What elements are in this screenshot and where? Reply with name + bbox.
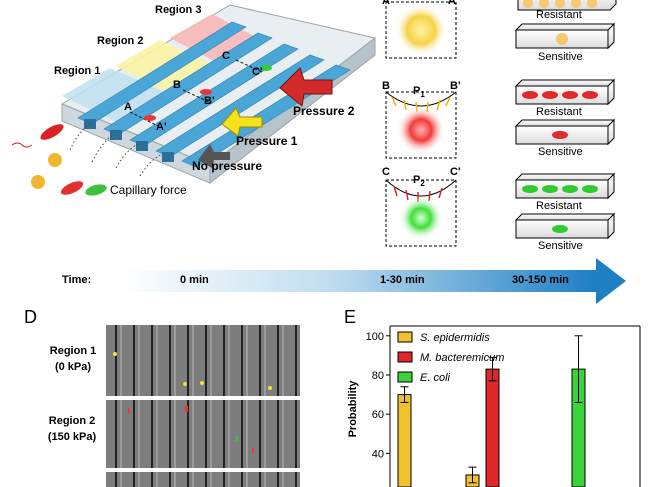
pressure2-arrow	[279, 67, 333, 107]
micro-row-1-label: Region 1(0 kPa)	[49, 345, 97, 373]
section-b-prime-label: B'	[450, 80, 461, 92]
section-b-label: B	[382, 80, 390, 92]
time-tick-0: 0 min	[180, 274, 209, 286]
region2-label: Region 2	[97, 35, 144, 47]
point-c-prime: C'	[252, 66, 263, 78]
point-a: A	[124, 101, 132, 113]
section-a-label: A	[382, 0, 390, 7]
y-tick-label-3: 100	[366, 331, 384, 343]
probability-chart: 40 60 80 100 S. epidermidis M. bacteremicumE…	[366, 325, 641, 487]
time-label: Time:	[62, 274, 92, 286]
point-c: C	[222, 50, 230, 62]
legend-swatch-0	[397, 331, 413, 343]
timeline-arrow	[120, 258, 626, 304]
panel-e-letter: E	[344, 307, 357, 327]
no-pressure-arrow	[198, 144, 230, 168]
micro-row-2-label: Region 2(150 kPa)	[47, 415, 97, 443]
legend-swatch-1	[397, 351, 413, 363]
device-diagram	[11, 4, 377, 196]
point-b: B	[173, 79, 181, 91]
tube1-label: Resistant	[536, 9, 582, 21]
y-tick-label-0: 40	[372, 448, 384, 460]
tube3-label: Resistant	[536, 106, 582, 118]
section-a-prime-label: A'	[448, 0, 459, 7]
section-c-prime-label: C'	[450, 166, 461, 178]
panel-d-letter: D	[24, 307, 37, 327]
region3-label: Region 3	[155, 4, 202, 16]
tube4-label: Sensitive	[538, 146, 583, 158]
cross-sections	[385, 1, 457, 247]
time-tick-1: 1-30 min	[380, 274, 425, 286]
bar-2	[485, 368, 500, 487]
p2-label: P2	[413, 174, 425, 189]
tube6-label: Sensitive	[538, 240, 583, 252]
legend-label-2: E. coli	[420, 372, 451, 384]
point-b-prime: B'	[204, 95, 215, 107]
capillary-force-label: Capillary force	[110, 183, 187, 197]
no-pressure-label: No pressure	[192, 159, 263, 173]
section-c-label: C	[382, 166, 390, 178]
bar-0	[397, 394, 412, 487]
y-tick-label-2: 80	[372, 370, 384, 382]
tube5-label: Resistant	[536, 200, 582, 212]
region1-label: Region 1	[54, 65, 101, 77]
pressure2-label: Pressure 2	[293, 104, 355, 118]
pressure1-arrow	[221, 107, 263, 137]
point-a-prime: A'	[156, 121, 167, 133]
micrographs	[106, 325, 300, 487]
legend-label-0: S. epidermidis	[420, 332, 490, 344]
legend-swatch-2	[397, 371, 413, 383]
tube2-label: Sensitive	[538, 51, 583, 63]
time-tick-2: 30-150 min	[512, 274, 569, 286]
free-cells	[11, 124, 107, 196]
pressure1-label: Pressure 1	[236, 134, 298, 148]
chart-y-label: Probability	[347, 380, 359, 438]
chart-legend: S. epidermidis M. bacteremicum E. coli	[397, 331, 504, 384]
legend-label-1: M. bacteremicum	[420, 352, 504, 364]
p1-label: P1	[413, 85, 425, 100]
y-tick-label-1: 60	[372, 409, 384, 421]
tubes	[514, 0, 617, 240]
